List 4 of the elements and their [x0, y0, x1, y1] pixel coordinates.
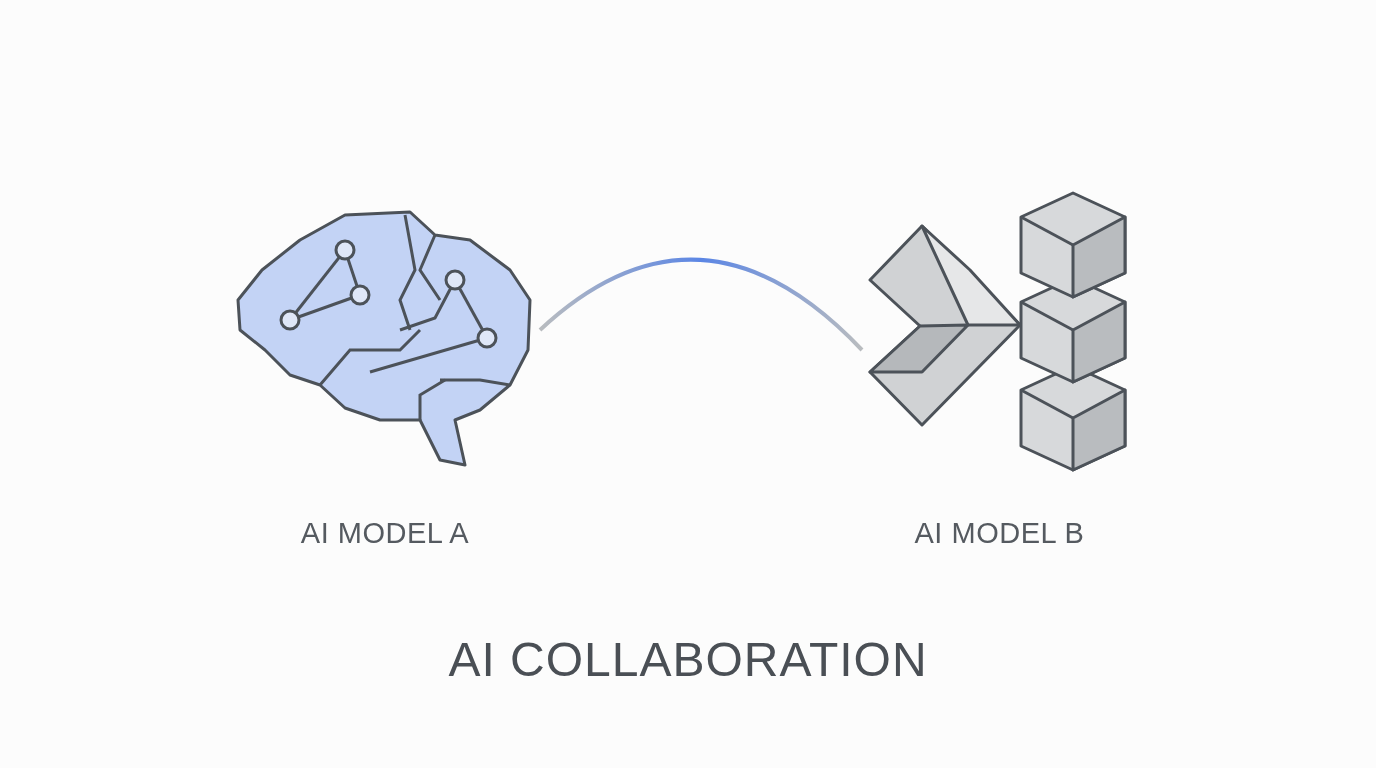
- model-label: AI MODEL A: [299, 517, 471, 550]
- arc-connector: [538, 258, 864, 352]
- model-label: AI MODEL B: [913, 517, 1086, 550]
- diagram-caption: AI COLLABORATION: [448, 633, 928, 686]
